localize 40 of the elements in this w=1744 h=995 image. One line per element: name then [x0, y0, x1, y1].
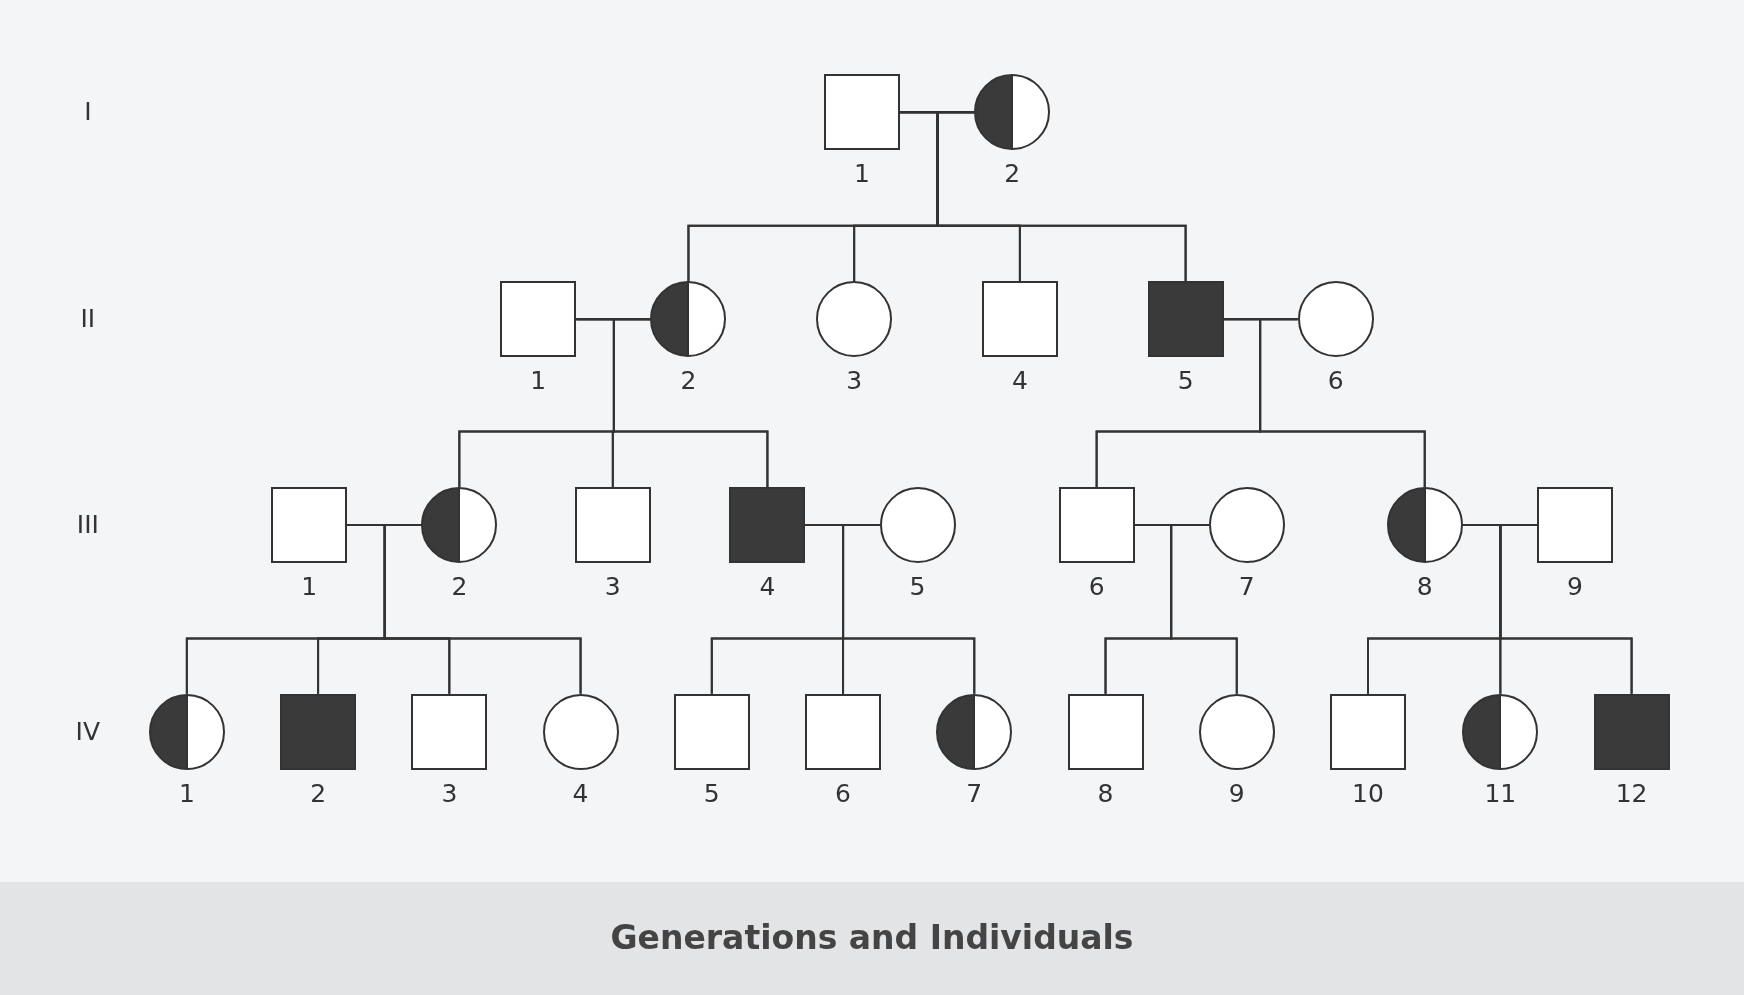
individual-number: 12	[1615, 779, 1648, 808]
individual-number: 5	[703, 779, 720, 808]
individual-number: 10	[1352, 779, 1384, 808]
individual-number: 2	[310, 779, 327, 808]
pedigree-line	[383, 523, 582, 695]
individual-number: 3	[441, 779, 458, 808]
generation-label: II	[80, 305, 96, 334]
pedigree-line	[1259, 318, 1426, 488]
generation-label: III	[76, 510, 99, 539]
individual-number: 2	[680, 367, 697, 396]
individual-number: 4	[572, 779, 589, 808]
individual-number: 9	[1228, 779, 1245, 808]
individual-number: 4	[1011, 367, 1028, 396]
individual-number: 2	[451, 572, 468, 601]
individual-number: 3	[604, 572, 621, 601]
individual-number: 1	[301, 572, 318, 601]
individual-number: 6	[835, 779, 851, 808]
caption: Generations and Individuals	[610, 920, 1134, 956]
generation-label: IV	[75, 717, 101, 746]
individual-number: 3	[846, 367, 863, 396]
pedigree-line	[842, 523, 976, 695]
generation-label: I	[84, 98, 92, 127]
pedigree-line	[612, 318, 769, 488]
individual-number: 4	[759, 572, 776, 601]
individual-number: 9	[1566, 572, 1583, 601]
individual-number: 6	[1088, 572, 1105, 601]
individual-number: 5	[1177, 367, 1194, 396]
individual-number: 2	[1004, 160, 1021, 189]
individual-number: 11	[1484, 779, 1517, 808]
individual-number: 6	[1327, 367, 1344, 396]
individual-number: 7	[966, 779, 983, 808]
individual-number: 8	[1416, 572, 1433, 601]
individual-number: 1	[854, 160, 870, 189]
individual-number: 7	[1238, 572, 1255, 601]
pedigree-line	[1170, 523, 1238, 695]
pedigree-line	[1499, 523, 1633, 695]
individual-number: 5	[909, 572, 926, 601]
individual-number: 1	[178, 779, 195, 808]
individual-number: 8	[1097, 779, 1114, 808]
individual-number: 1	[530, 367, 547, 396]
